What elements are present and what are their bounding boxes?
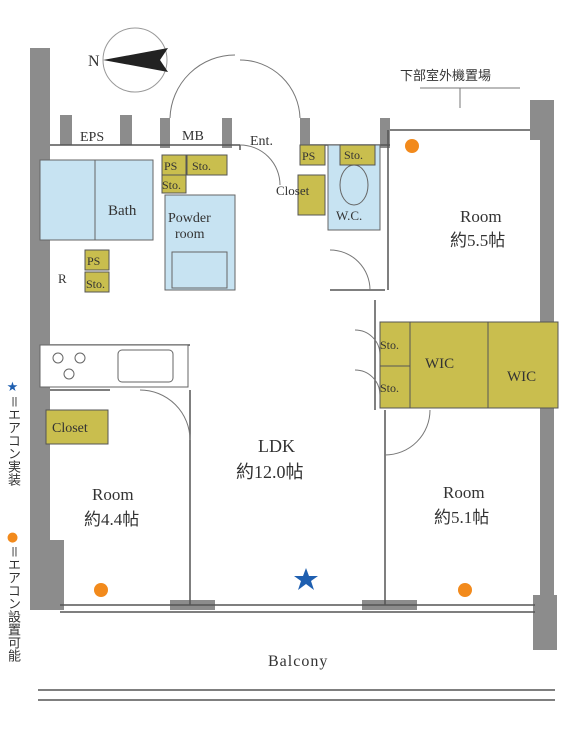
entrance-label: Ent.: [250, 134, 273, 149]
powder-label-1: Powder: [168, 211, 211, 226]
sto-block-1: [186, 154, 228, 176]
closet-label-w: Closet: [52, 421, 88, 436]
room-labels: EPS MB Ent. PS Sto. Sto. PS Sto. Closet …: [52, 129, 536, 670]
ac-possible-dot-icon: [458, 583, 472, 597]
sink-icon: [117, 349, 174, 383]
wic-label-2: WIC: [507, 369, 536, 385]
room-ne-size: 約5.5帖: [450, 231, 505, 250]
ps-label-3: PS: [87, 254, 100, 268]
legend-dot-icon: ●: [5, 530, 20, 545]
sto-block-6: [379, 365, 411, 409]
room-e-label: Room: [443, 483, 485, 502]
legend-star-icon: ★: [5, 380, 20, 395]
outdoor-unit-label: 下部室外機置場: [400, 68, 491, 83]
wc-label: W.C.: [336, 208, 362, 223]
balcony-label: Balcony: [268, 653, 328, 670]
closet-block-ent: [297, 174, 326, 216]
room-ne-label: Room: [460, 207, 502, 226]
storage-blocks: [45, 144, 559, 445]
ent-wall: [300, 118, 310, 148]
sto-label-4: Sto.: [86, 277, 105, 291]
ldk-label: LDK: [258, 436, 295, 456]
ps-label-1: PS: [164, 159, 177, 173]
wc-wall: [380, 118, 390, 148]
door-arcs: [139, 54, 431, 456]
r-label: R: [58, 271, 67, 286]
eps-wall-r: [120, 115, 132, 145]
east-wall-top: [530, 100, 554, 140]
stove-burner-icon: [63, 368, 75, 380]
north-label: N: [88, 53, 100, 70]
room-e-size: 約5.1帖: [434, 508, 489, 527]
ac-markers: [94, 139, 472, 597]
bathtub: [39, 159, 96, 241]
sto-block-2: [161, 174, 187, 194]
sto-label-1: Sto.: [192, 159, 211, 173]
closet-label-ent: Closet: [276, 183, 310, 198]
wic-block-1: [409, 321, 489, 409]
room-w-label: Room: [92, 485, 134, 504]
washbasin: [171, 251, 228, 289]
mb-wall-r: [222, 118, 232, 148]
ac-installed-star-icon: [294, 568, 318, 590]
wic-label-1: WIC: [425, 356, 454, 372]
sto-block-3: [339, 144, 376, 166]
sto-label-5: Sto.: [380, 338, 399, 352]
powder-label-2: room: [175, 227, 205, 242]
north-arrow-icon: [103, 48, 168, 72]
mb-label: MB: [182, 129, 204, 144]
stove-burner-icon: [52, 352, 64, 364]
wic-block-2: [487, 321, 559, 409]
legend-possible-text: ＝エアコン設置可能: [5, 545, 20, 662]
legend-possible: ●＝エアコン設置可能: [2, 530, 22, 662]
bath-room: [94, 159, 154, 241]
room-w-size: 約4.4帖: [84, 510, 139, 529]
eps-label: EPS: [80, 130, 104, 145]
ps-label-2: PS: [302, 149, 315, 163]
ps-block-2: [299, 144, 326, 166]
west-wall-lower: [30, 540, 64, 610]
bath-label: Bath: [108, 203, 137, 219]
east-wall-lower: [533, 595, 557, 650]
west-wall: [30, 48, 50, 603]
ps-block-3: [84, 249, 110, 271]
ac-possible-dot-icon: [405, 139, 419, 153]
eps-wall-l: [60, 115, 72, 145]
closet-block-w: [45, 409, 109, 445]
ldk-size: 約12.0帖: [236, 462, 304, 482]
stove-burner-icon: [74, 352, 86, 364]
sto-block-4: [84, 271, 110, 293]
sto-label-6: Sto.: [380, 381, 399, 395]
compass: N: [88, 27, 168, 93]
legend-installed: ★＝エアコン実装: [2, 380, 22, 486]
sto-label-2: Sto.: [162, 178, 181, 192]
legend-installed-text: ＝エアコン実装: [5, 395, 20, 486]
mb-wall-l: [160, 118, 170, 148]
sto-label-3: Sto.: [344, 148, 363, 162]
ac-possible-dot-icon: [94, 583, 108, 597]
